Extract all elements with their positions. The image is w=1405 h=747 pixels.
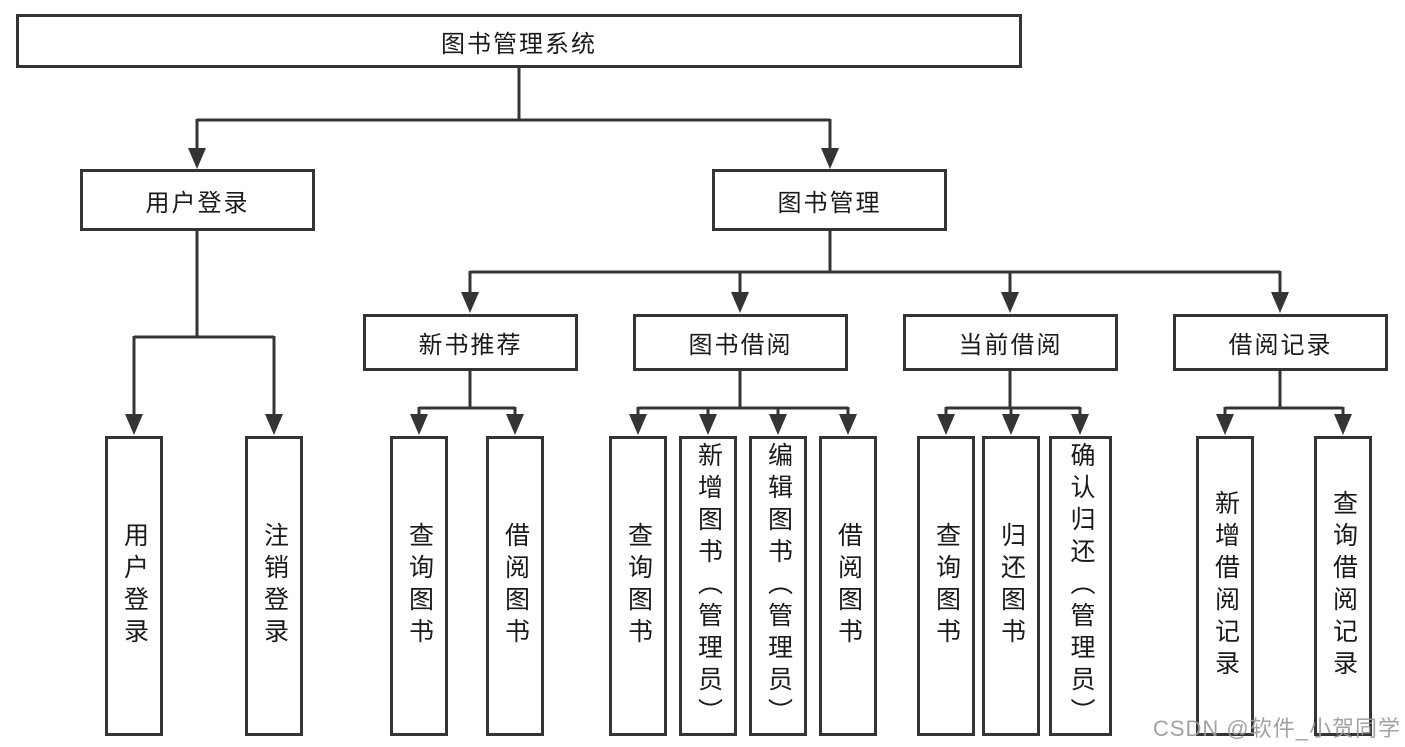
- node-leaf-add-books-admin: 新增图书（管理员）: [679, 436, 737, 736]
- node-library-management-system: 图书管理系统: [16, 14, 1022, 68]
- node-leaf-query-books-2: 查询图书: [609, 436, 667, 736]
- node-leaf-return-books: 归还图书: [982, 436, 1040, 736]
- node-leaf-query-borrow-record: 查询借阅记录: [1314, 436, 1372, 736]
- node-leaf-query-books-3: 查询图书: [917, 436, 975, 736]
- node-leaf-logout: 注销登录: [245, 436, 303, 736]
- node-book-management: 图书管理: [712, 169, 947, 231]
- node-user-login: 用户登录: [80, 169, 315, 231]
- node-leaf-edit-books-admin: 编辑图书（管理员）: [749, 436, 807, 736]
- csdn-watermark: CSDN @软件_小贺同学: [1152, 716, 1401, 741]
- node-borrow-records: 借阅记录: [1173, 314, 1388, 371]
- node-leaf-borrow-books-1: 借阅图书: [486, 436, 544, 736]
- node-leaf-confirm-return-admin: 确认归还（管理员）: [1049, 436, 1112, 736]
- node-leaf-add-borrow-record: 新增借阅记录: [1196, 436, 1254, 736]
- node-leaf-query-books-1: 查询图书: [390, 436, 448, 736]
- node-new-book-recommendation: 新书推荐: [363, 314, 578, 371]
- node-current-borrowing: 当前借阅: [903, 314, 1118, 371]
- node-leaf-user-login: 用户登录: [105, 436, 163, 736]
- node-leaf-borrow-books-2: 借阅图书: [819, 436, 877, 736]
- node-book-borrowing: 图书借阅: [633, 314, 848, 371]
